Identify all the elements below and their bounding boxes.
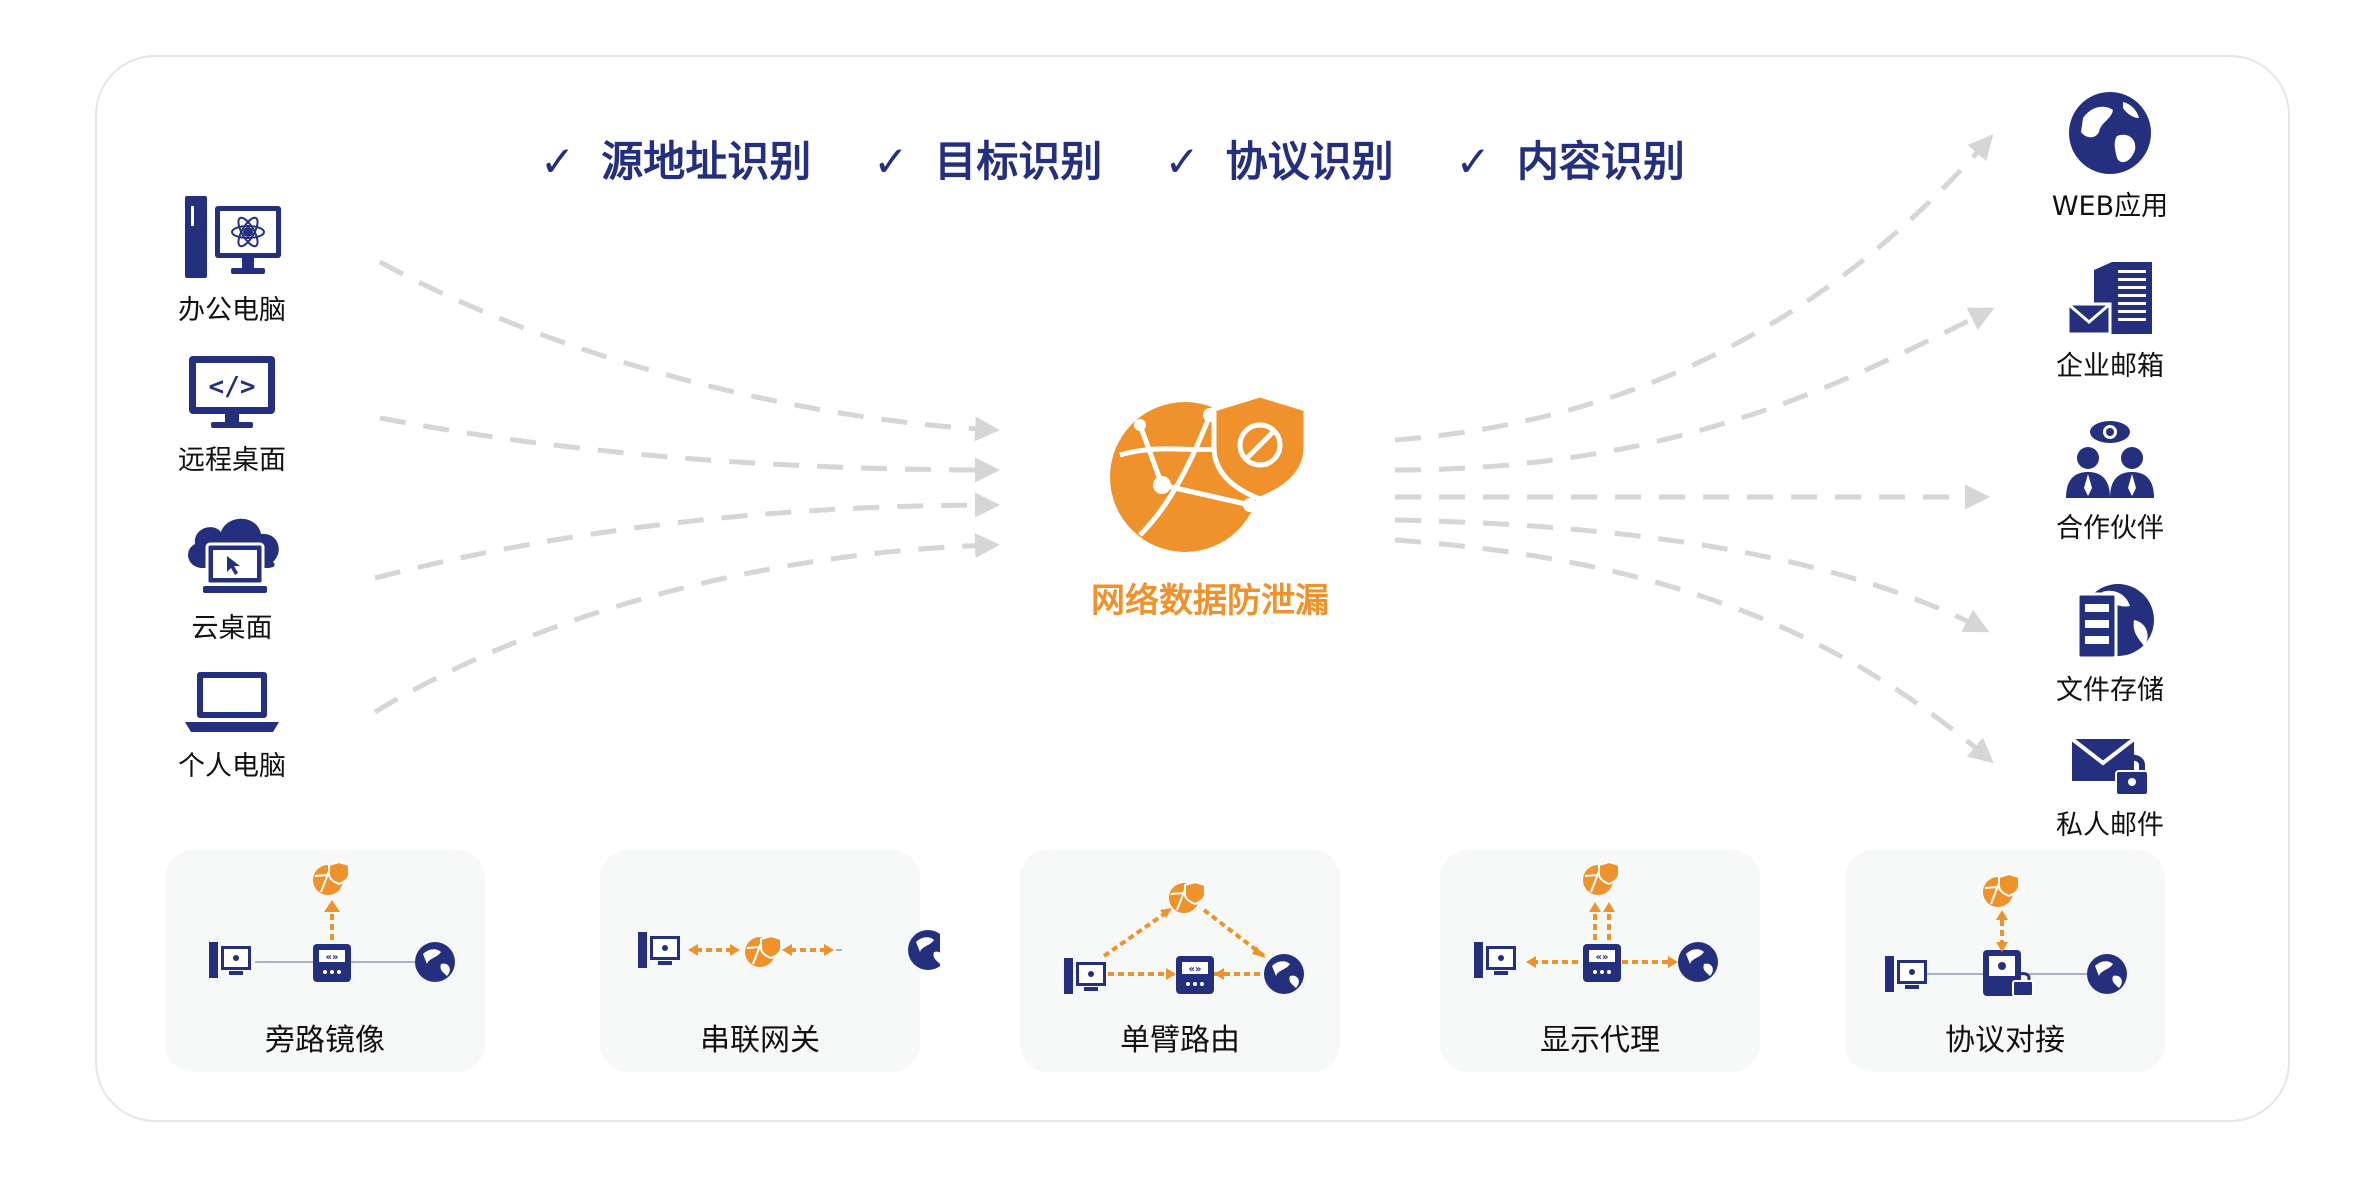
dlp-hub: 网络数据防泄漏 <box>1040 385 1380 622</box>
globe-icon <box>908 930 940 970</box>
svg-text:«»: «» <box>1189 964 1202 975</box>
outflow-arrow-enterprise-mail <box>1394 307 1995 473</box>
mode-card-one-arm-routing[interactable]: «» 单臂路由 <box>1020 850 1340 1072</box>
inflow-arrow-laptop <box>373 533 1000 715</box>
globe-icon <box>415 942 455 982</box>
gateway-device-icon: «» <box>313 944 351 982</box>
source-cloud-desktop: 云桌面 <box>132 508 332 645</box>
dlp-icon <box>313 860 350 895</box>
outflow-arrow-private-mail <box>1394 537 1994 764</box>
mail-lock-icon <box>2070 737 2149 796</box>
mode-label: 串联网关 <box>700 1023 820 1058</box>
source-laptop: 个人电脑 <box>132 668 332 783</box>
source-office-pc: 办公电脑 <box>132 192 332 327</box>
globe-icon <box>1264 954 1304 994</box>
criterion-source-address: ✓源地址识别 <box>540 137 812 186</box>
hub-label: 网络数据防泄漏 <box>1091 581 1329 621</box>
pc-icon <box>209 942 251 978</box>
inflow-arrow-office-pc <box>378 259 1000 442</box>
gateway-device-icon: «» <box>1583 944 1621 982</box>
server-globe-icon <box>2076 584 2154 660</box>
source-remote-desktop: </> 远程桌面 <box>132 352 332 477</box>
diagram-frame <box>95 55 2290 1122</box>
mode-label: 单臂路由 <box>1120 1023 1240 1058</box>
dest-private-mail: 私人邮件 <box>2010 735 2210 842</box>
criterion-protocol: ✓协议识别 <box>1164 137 1394 186</box>
dest-partners: 合作伙伴 <box>2010 418 2210 545</box>
mode-card-protocol-integration[interactable]: 协议对接 <box>1845 850 2165 1072</box>
pc-icon <box>1885 956 1927 992</box>
server-lock-icon <box>1983 950 2034 997</box>
source-label: 云桌面 <box>191 613 273 644</box>
source-label: 远程桌面 <box>178 445 286 476</box>
pc-icon <box>1064 958 1106 994</box>
cloud-desktop-icon <box>188 518 279 593</box>
dlp-icon <box>1983 872 2020 907</box>
pc-icon <box>1474 942 1516 978</box>
destination-label: 企业邮箱 <box>2056 351 2164 382</box>
bypass-mirror-diagram: «» <box>209 860 455 982</box>
gateway-device-icon: «» <box>1176 956 1214 994</box>
partners-icon <box>2066 421 2154 498</box>
pc-icon <box>638 932 680 968</box>
svg-text:</>: </> <box>209 372 256 402</box>
mode-card-explicit-proxy[interactable]: «» 显示代理 <box>1440 850 1760 1072</box>
mode-card-bypass-mirror[interactable]: «» 旁路镜像 <box>165 850 485 1072</box>
inflow-arrow-cloud-desktop <box>374 492 1000 581</box>
dest-file-storage: 文件存储 <box>2010 580 2210 707</box>
source-label: 个人电脑 <box>178 751 286 782</box>
inline-gateway-diagram <box>638 930 940 970</box>
explicit-proxy-diagram: «» <box>1474 860 1718 982</box>
criterion-content: ✓内容识别 <box>1455 137 1685 186</box>
protocol-integration-diagram <box>1885 872 2127 997</box>
dlp-icon <box>1583 860 1620 895</box>
outflow-arrow-web <box>1394 134 1994 443</box>
inflow-arrow-remote-desktop <box>379 415 1000 483</box>
destination-label: 文件存储 <box>2056 675 2164 706</box>
destination-label: 合作伙伴 <box>2056 513 2164 544</box>
globe-icon <box>1678 942 1718 982</box>
dest-web-app: WEB应用 <box>2010 88 2210 223</box>
globe-shield-icon <box>1110 392 1309 552</box>
office-pc-icon <box>185 196 281 278</box>
source-label: 办公电脑 <box>178 295 286 326</box>
criterion-target: ✓目标识别 <box>873 137 1103 186</box>
destination-label: 私人邮件 <box>2056 810 2164 841</box>
dlp-icon <box>745 934 782 967</box>
globe-icon <box>2069 92 2151 174</box>
recognition-criteria: ✓源地址识别 ✓目标识别 ✓协议识别 ✓内容识别 <box>540 128 1685 189</box>
one-arm-routing-diagram: «» <box>1064 880 1304 994</box>
mode-label: 显示代理 <box>1540 1023 1660 1058</box>
remote-desktop-icon: </> <box>189 356 275 428</box>
mode-label: 协议对接 <box>1945 1023 2065 1058</box>
svg-text:«»: «» <box>1596 952 1609 963</box>
dest-enterprise-mail: 企业邮箱 <box>2010 258 2210 383</box>
building-mail-icon <box>2066 262 2152 336</box>
destination-label: WEB应用 <box>2051 191 2169 222</box>
globe-icon <box>2087 954 2127 994</box>
outflow-arrow-storage <box>1394 517 1990 633</box>
svg-text:«»: «» <box>326 952 339 963</box>
mode-label: 旁路镜像 <box>265 1023 385 1058</box>
mode-card-inline-gateway[interactable]: 串联网关 <box>600 850 940 1072</box>
laptop-icon <box>185 672 279 732</box>
dlp-icon <box>1169 880 1206 913</box>
